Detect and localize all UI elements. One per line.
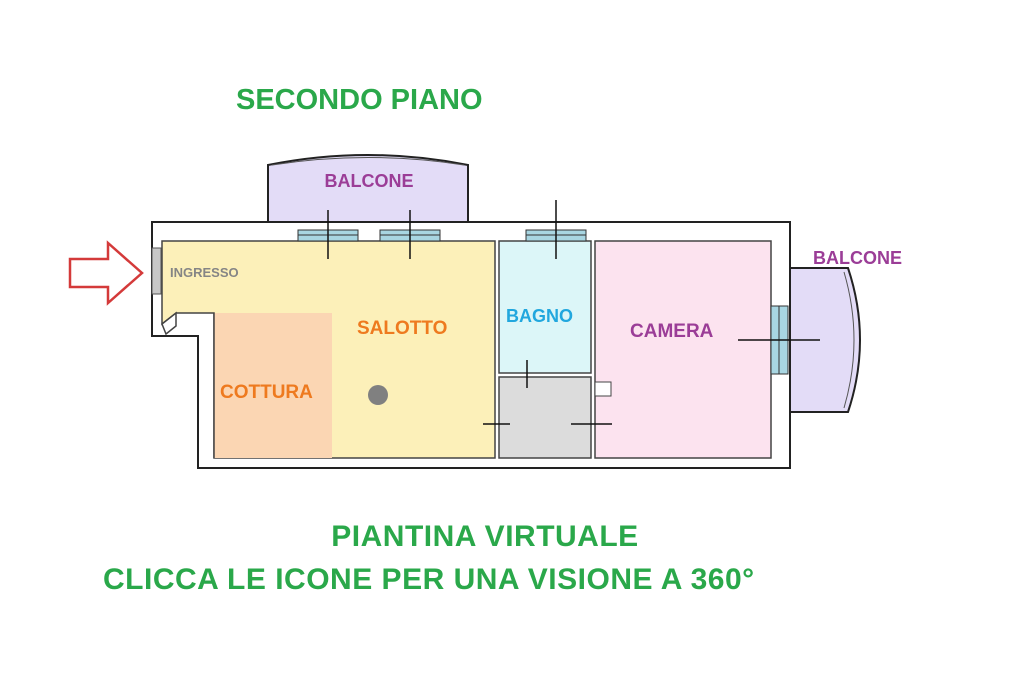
caption-line-1: PIANTINA VIRTUALE [331, 520, 639, 553]
label-balcone-top: BALCONE [325, 171, 414, 191]
caption-line-2: CLICCA LE ICONE PER UNA VISIONE A 360° [103, 563, 755, 596]
disimpegno-area [498, 376, 592, 459]
label-cottura: COTTURA [220, 382, 313, 403]
bagno-area [498, 240, 592, 374]
marker-lines [327, 200, 820, 425]
camera-area [594, 240, 772, 459]
label-bagno: BAGNO [506, 306, 573, 326]
label-balcone-right: BALCONE [813, 248, 902, 268]
entrance-door [151, 247, 162, 295]
entrance-arrow-icon [68, 240, 144, 306]
cottura-area [214, 313, 332, 458]
label-salotto: SALOTTO [357, 318, 447, 339]
label-camera: CAMERA [630, 321, 714, 342]
label-ingresso: INGRESSO [170, 265, 239, 280]
balcone-top-area [267, 154, 469, 223]
balcone-right-area [787, 267, 861, 413]
panorama-dot-icon[interactable] [368, 385, 388, 405]
page-title: SECONDO PIANO [236, 84, 483, 116]
